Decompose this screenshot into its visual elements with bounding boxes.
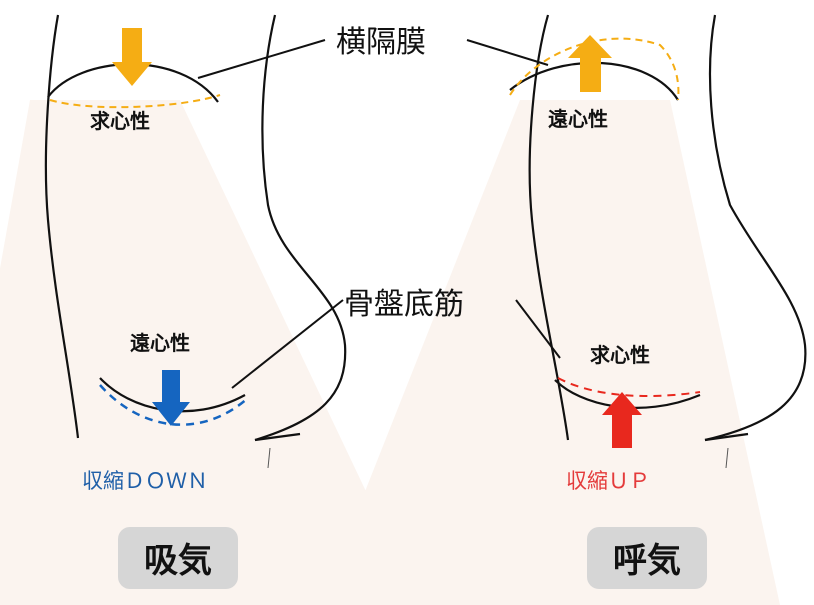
- inhale-pelvic-dashed: [99, 384, 249, 426]
- pelvic-floor-label: 骨盤底筋: [344, 287, 464, 322]
- exhale-front-tail: [704, 432, 749, 442]
- pelvic-pointer-left: [231, 299, 344, 389]
- exhale-phase-badge: [587, 527, 707, 589]
- inhale-torso-shading: [0, 100, 420, 605]
- exhale-pelvic-dashed: [557, 377, 701, 398]
- inhale-torso: [44, 14, 347, 442]
- inhale-tick-mark: [267, 447, 271, 469]
- exhale-pelvic-arrow-icon: [602, 392, 642, 448]
- exhale-diaphragm-curve: [509, 61, 679, 101]
- exhale-phase-label: 呼気: [613, 541, 681, 581]
- inhale-back-outline: [44, 14, 80, 439]
- pelvic-pointer-right: [515, 299, 561, 359]
- inhale-diaphragm-dashed: [49, 94, 221, 109]
- inhale-diaphragm-arrow-icon: [112, 28, 152, 86]
- inhale-phase-label: 吸気: [144, 541, 212, 581]
- inhale-pelvic-arrow-icon: [152, 370, 190, 426]
- exhale-contraction-label: 収縮ＵＰ: [566, 469, 650, 493]
- exhale-diaphragm-dashed: [509, 37, 680, 101]
- diaphragm-pointer-right: [466, 39, 549, 66]
- inhale-front-outline: [254, 14, 347, 442]
- exhale-tick-mark: [725, 447, 729, 469]
- exhale-diaphragm-arrow-icon: [568, 35, 612, 92]
- diaphragm-label: 横隔膜: [336, 25, 426, 60]
- exhale-pelvic-motion-label: 求心性: [590, 343, 650, 367]
- inhale-phase-badge: [118, 527, 238, 589]
- inhale-front-tail: [254, 432, 301, 442]
- exhale-diaphragm-motion-label: 遠心性: [548, 107, 608, 131]
- exhale-torso-shading: [320, 100, 780, 605]
- inhale-diaphragm-motion-label: 求心性: [90, 109, 150, 133]
- inhale-contraction-label: 収縮ＤＯＷＮ: [82, 469, 208, 493]
- inhale-pelvic-motion-label: 遠心性: [130, 331, 190, 355]
- exhale-front-outline: [704, 14, 807, 442]
- diaphragm-pointer-left: [197, 39, 326, 79]
